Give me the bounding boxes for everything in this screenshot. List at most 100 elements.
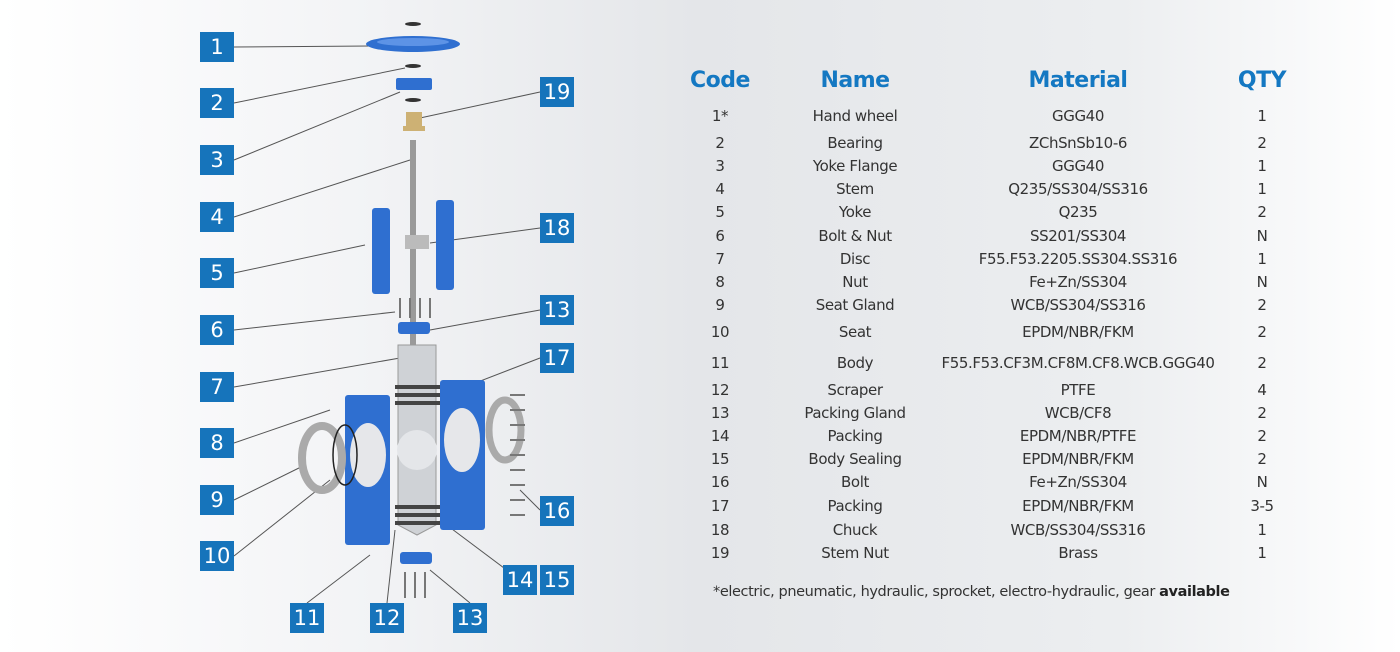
cell-code: 6 bbox=[715, 227, 725, 245]
callout-8: 8 bbox=[200, 428, 234, 458]
cell-material: ZChSnSb10-6 bbox=[1029, 134, 1127, 152]
exploded-valve-diagram bbox=[233, 22, 541, 604]
cell-code: 17 bbox=[710, 497, 730, 515]
cell-material: EPDM/NBR/FKM bbox=[1022, 497, 1134, 515]
cell-material: WCB/SS304/SS316 bbox=[1010, 521, 1146, 539]
cell-code: 12 bbox=[710, 381, 730, 399]
cell-name: Chuck bbox=[832, 521, 878, 539]
cell-name: Body Sealing bbox=[808, 450, 902, 468]
stem bbox=[410, 140, 416, 360]
cell-name: Bolt bbox=[841, 473, 869, 491]
cell-material: GGG40 bbox=[1052, 107, 1104, 125]
cell-qty: 2 bbox=[1257, 323, 1267, 341]
callout-1: 1 bbox=[200, 32, 234, 62]
yoke-flange bbox=[396, 78, 432, 90]
cell-code: 18 bbox=[710, 521, 730, 539]
callout-11: 11 bbox=[290, 603, 324, 633]
cell-name: Body bbox=[836, 354, 874, 372]
footnote-text: *electric, pneumatic, hydraulic, sprocke… bbox=[713, 584, 1160, 600]
cell-name: Packing Gland bbox=[804, 404, 906, 422]
cell-qty: N bbox=[1256, 227, 1268, 245]
hand-wheel bbox=[366, 22, 460, 68]
chuck bbox=[405, 235, 429, 249]
callout-16: 16 bbox=[540, 496, 574, 526]
cell-name: Packing bbox=[827, 427, 883, 445]
header-name: Name bbox=[820, 68, 890, 93]
cell-qty: 1 bbox=[1257, 250, 1267, 268]
cell-code: 14 bbox=[710, 427, 730, 445]
cell-name: Yoke Flange bbox=[812, 157, 898, 175]
cell-code: 5 bbox=[715, 203, 725, 221]
seat-gland bbox=[298, 422, 346, 494]
cell-name: Stem Nut bbox=[821, 544, 889, 562]
cell-material: PTFE bbox=[1060, 381, 1096, 399]
callout-15: 15 bbox=[540, 565, 574, 595]
footnote: *electric, pneumatic, hydraulic, sprocke… bbox=[713, 584, 1230, 600]
cell-qty: 1 bbox=[1257, 521, 1267, 539]
cell-code: 8 bbox=[715, 273, 725, 291]
callout-6: 6 bbox=[200, 315, 234, 345]
cell-qty: 2 bbox=[1257, 427, 1267, 445]
cell-material: F55.F53.2205.SS304.SS316 bbox=[978, 250, 1178, 268]
cell-name: Bolt & Nut bbox=[818, 227, 892, 245]
callout-3: 3 bbox=[200, 145, 234, 175]
callout-4: 4 bbox=[200, 202, 234, 232]
seat bbox=[332, 424, 358, 486]
callout-18: 18 bbox=[540, 213, 574, 243]
cell-name: Seat Gland bbox=[815, 296, 895, 314]
cell-material: Q235/SS304/SS316 bbox=[1008, 180, 1148, 198]
cell-name: Bearing bbox=[827, 134, 883, 152]
cell-qty: 1 bbox=[1257, 107, 1267, 125]
cell-material: EPDM/NBR/PTFE bbox=[1019, 427, 1137, 445]
cell-material: GGG40 bbox=[1052, 157, 1104, 175]
callout-13: 13 bbox=[453, 603, 487, 633]
body-sealing bbox=[485, 396, 525, 464]
cell-qty: N bbox=[1256, 473, 1268, 491]
cell-material: EPDM/NBR/FKM bbox=[1022, 450, 1134, 468]
cell-material: WCB/SS304/SS316 bbox=[1010, 296, 1146, 314]
cell-code: 10 bbox=[710, 323, 730, 341]
cell-code: 13 bbox=[710, 404, 730, 422]
stem-nut bbox=[403, 112, 425, 131]
packing-gland-top bbox=[398, 322, 430, 334]
cell-qty: 2 bbox=[1257, 296, 1267, 314]
cell-name: Yoke bbox=[838, 203, 872, 221]
cell-code: 3 bbox=[715, 157, 725, 175]
cell-qty: 1 bbox=[1257, 544, 1267, 562]
cell-code: 9 bbox=[715, 296, 725, 314]
cell-code: 15 bbox=[710, 450, 730, 468]
bolts bbox=[399, 298, 525, 598]
cell-name: Stem bbox=[836, 180, 874, 198]
callout-19: 19 bbox=[540, 77, 574, 107]
cell-qty: 3-5 bbox=[1250, 497, 1274, 515]
callout-9: 9 bbox=[200, 485, 234, 515]
cell-qty: 1 bbox=[1257, 180, 1267, 198]
cell-material: EPDM/NBR/FKM bbox=[1022, 323, 1134, 341]
header-material: Material bbox=[1028, 68, 1128, 93]
cell-name: Hand wheel bbox=[812, 107, 898, 125]
footnote-bold: available bbox=[1159, 584, 1230, 600]
callout-12: 12 bbox=[370, 603, 404, 633]
yoke-right bbox=[436, 200, 454, 290]
cell-qty: N bbox=[1256, 273, 1268, 291]
callout-7: 7 bbox=[200, 372, 234, 402]
packing-gland-bottom bbox=[400, 552, 432, 564]
header-code: Code bbox=[690, 68, 750, 93]
cell-material: F55.F53.CF3M.CF8M.CF8.WCB.GGG40 bbox=[941, 354, 1215, 372]
cell-material: WCB/CF8 bbox=[1044, 404, 1112, 422]
callout-17: 17 bbox=[540, 343, 574, 373]
cell-material: SS201/SS304 bbox=[1029, 227, 1127, 245]
cell-qty: 1 bbox=[1257, 157, 1267, 175]
callout-10: 10 bbox=[200, 541, 234, 571]
cell-material: Brass bbox=[1058, 544, 1098, 562]
cell-material: Fe+Zn/SS304 bbox=[1029, 473, 1127, 491]
cell-qty: 2 bbox=[1257, 404, 1267, 422]
cell-code: 11 bbox=[710, 354, 730, 372]
leader-lines bbox=[233, 45, 541, 604]
cell-name: Nut bbox=[842, 273, 868, 291]
cell-material: Q235 bbox=[1058, 203, 1098, 221]
cell-code: 19 bbox=[710, 544, 730, 562]
callout-14: 14 bbox=[503, 565, 537, 595]
callout-13: 13 bbox=[540, 295, 574, 325]
cell-code: 1* bbox=[711, 107, 729, 125]
